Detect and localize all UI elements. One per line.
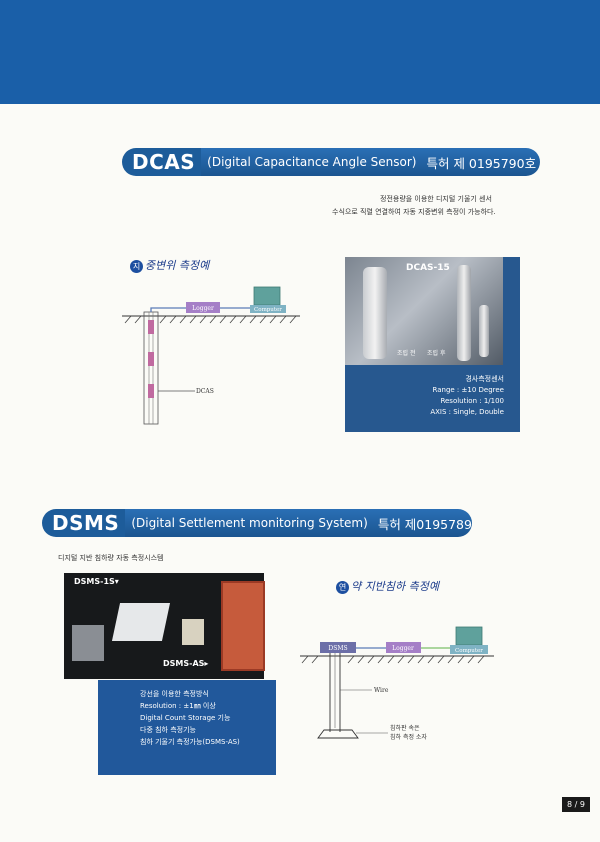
dsms-feature-item: 다중 침하 측정기능	[140, 726, 196, 734]
dcas-cable	[150, 307, 250, 312]
dsms-logger-box	[386, 642, 421, 653]
dsms-handheld	[72, 625, 104, 661]
dsms-computer-label: Computer	[455, 648, 483, 654]
dcas-logger-label: Logger	[192, 305, 214, 312]
dsms-plate-label-1: 침하판 속은	[390, 724, 420, 732]
dcas-spec-block: 경사측정센서 Range : ±10 Degree Resolution : 1…	[400, 374, 504, 418]
dsms-feature-list: 강선을 이용한 측정방식 Resolution : ±1㎜ 이상 Digital…	[140, 688, 240, 748]
dsms-plate-label-2: 침하 측정 소자	[390, 733, 427, 741]
dsms-description: 디지털 지반 침하량 자동 측정시스템	[58, 554, 164, 562]
dcas-subtitle: (Digital Capacitance Angle Sensor)	[207, 155, 417, 169]
dcas-computer-base	[250, 305, 286, 313]
dcas-computer-monitor	[253, 286, 281, 306]
dsms-patent: 특허 제0195789호	[377, 516, 472, 532]
dcas-acronym: DCAS	[132, 150, 196, 174]
dcas-ground	[122, 315, 300, 324]
dcas-sensor-photo	[345, 257, 503, 365]
dsms-computer-base	[450, 645, 488, 654]
page-number: 8 / 9	[562, 797, 590, 812]
dcas-spec-range: Range : ±10 Degree	[432, 386, 504, 394]
dcas-photo-label: DCAS-15	[406, 263, 450, 273]
dsms-settlement-plate	[317, 729, 359, 739]
dsms-gauge	[182, 619, 204, 645]
dcas-sensor-label: DCAS	[196, 388, 214, 395]
dsms-pipe	[317, 652, 388, 739]
dsms-photo-label-1s: DSMS-1S▾	[74, 577, 119, 586]
dsms-logger-label: Logger	[392, 645, 414, 652]
dcas-sensor-long-2	[479, 305, 489, 357]
dsms-ground	[300, 655, 494, 664]
dcas-sensor-short	[363, 267, 387, 359]
dsms-section-header: DSMS (Digital Settlement monitoring Syst…	[42, 509, 472, 537]
dsms-subtitle: (Digital Settlement monitoring System)	[131, 516, 368, 530]
dcas-spec-title: 경사측정센서	[465, 375, 504, 383]
dcas-description-line1: 정전용량을 이용한 디지털 기울기 센서	[380, 195, 492, 203]
dcas-description-line2: 수식으로 직렬 연결하여 자동 지중변위 측정이 가능하다.	[332, 208, 496, 216]
dcas-borehole	[143, 311, 195, 425]
dsms-feature-item: 강선을 이용한 측정방식	[140, 690, 209, 698]
dsms-feature-item: 침하 기울기 측정가능(DSMS-AS)	[140, 738, 240, 746]
dcas-patent: 특허 제 0195790호	[426, 155, 537, 171]
dsms-unit-box	[320, 642, 356, 653]
dsms-photo-label-as: DSMS-AS▸	[163, 659, 209, 668]
dcas-spec-resolution: Resolution : 1/100	[440, 397, 504, 405]
dsms-acronym: DSMS	[52, 511, 120, 535]
dsms-logger-unit	[111, 603, 171, 641]
dcas-spec-axis: AXIS : Single, Double	[430, 408, 504, 416]
dcas-sensor-long-1	[457, 265, 471, 361]
dsms-unit-label: DSMS	[328, 645, 347, 652]
dsms-wire-label: Wire	[374, 687, 389, 694]
dsms-device-photo	[64, 573, 265, 679]
dsms-feature-panel	[98, 680, 276, 775]
dcas-section-header: DCAS (Digital Capacitance Angle Sensor) …	[122, 148, 540, 176]
dcas-computer-label: Computer	[254, 307, 282, 313]
dcas-caption-before: 조립 전	[397, 350, 416, 357]
dcas-caption-after: 조립 후	[427, 350, 446, 357]
dcas-example-badge: 지	[130, 260, 143, 273]
top-banner	[0, 0, 600, 104]
dcas-logger-box	[186, 302, 220, 313]
dsms-feature-item: Digital Count Storage 기능	[140, 714, 231, 722]
dsms-feature-item: Resolution : ±1㎜ 이상	[140, 702, 216, 710]
dsms-example-badge: 연	[336, 581, 349, 594]
dsms-computer-monitor	[455, 626, 483, 646]
dsms-cabinet	[221, 581, 265, 671]
